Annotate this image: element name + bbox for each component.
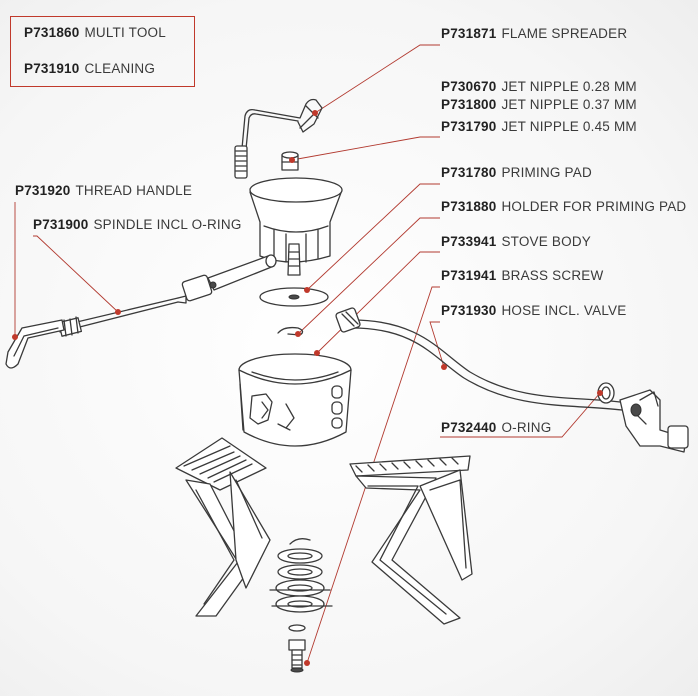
leader-spindle [33, 235, 119, 313]
leader-priming-pad [306, 183, 440, 291]
hose-part [335, 307, 689, 453]
flame-spreader-part [234, 98, 323, 179]
leader-holder-priming-pad [297, 217, 440, 335]
leader-stove-body [316, 251, 440, 354]
leader-flame-spreader [314, 44, 440, 114]
callout-dots [12, 110, 603, 666]
leader-lines [14, 44, 601, 664]
leader-jet-nipple [291, 136, 440, 161]
spindle-part [57, 295, 187, 337]
leader-hose [429, 321, 445, 368]
stove-body-part [238, 353, 352, 447]
brass-screw-part [288, 624, 306, 673]
left-leg-part [175, 437, 271, 617]
tools-box [10, 16, 195, 87]
priming-holder-part [277, 326, 304, 336]
base-rings-part [269, 538, 333, 613]
thread-handle-part [5, 319, 65, 369]
valve-body-part [181, 254, 277, 302]
burner-bowl-part [249, 177, 343, 276]
leader-brass-screw [306, 286, 440, 664]
right-leg-part [349, 455, 473, 625]
